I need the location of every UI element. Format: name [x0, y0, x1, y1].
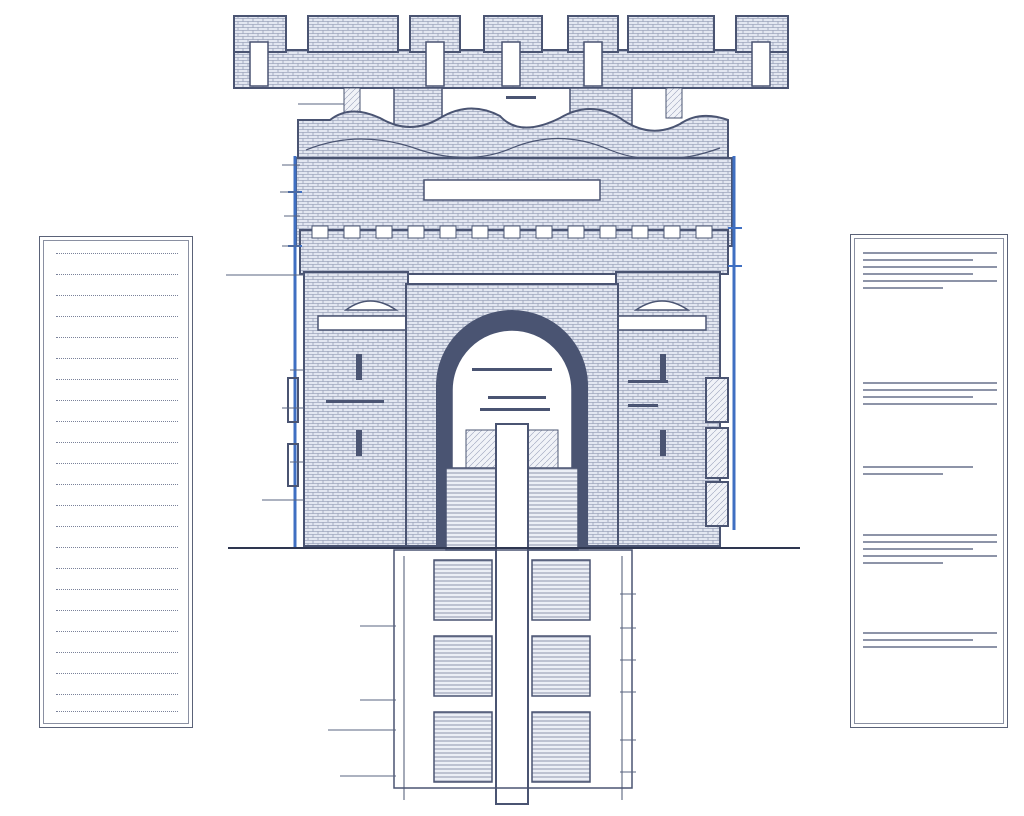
note-block: [863, 627, 997, 653]
gate-passage: [445, 423, 579, 805]
notes-panel: [850, 234, 1008, 728]
legend-row: [52, 436, 182, 448]
legend-row: [52, 541, 182, 553]
legend-row: [52, 625, 182, 637]
legend-row: [52, 499, 182, 511]
note-block: [863, 529, 997, 569]
legend-row: [52, 373, 182, 385]
legend-row: [52, 352, 182, 364]
note-block: [863, 461, 997, 480]
legend-row: [52, 604, 182, 616]
legend-row: [52, 394, 182, 406]
foundation-section: [393, 549, 633, 800]
legend-row: [52, 583, 182, 595]
drawing-annotation-marks: [326, 96, 668, 411]
legend-row: [52, 310, 182, 322]
legend-row: [52, 667, 182, 679]
legend-row: [52, 247, 182, 259]
legend-row: [52, 646, 182, 658]
side-brackets: [287, 377, 729, 527]
right-tower: [613, 271, 721, 547]
legend-row: [52, 688, 182, 700]
legend-row: [52, 268, 182, 280]
legend-row: [52, 331, 182, 343]
legend-row: [52, 457, 182, 469]
note-block: [863, 247, 997, 294]
legend-panel: [39, 236, 193, 728]
legend-row: [52, 478, 182, 490]
leader-lines: [226, 103, 636, 777]
legend-row: [52, 562, 182, 574]
legend-row: [52, 705, 182, 717]
gatehouse-upper-body: [295, 157, 733, 275]
note-block: [863, 377, 997, 410]
left-tower: [303, 271, 411, 547]
legend-row: [52, 520, 182, 532]
top-battlement: [233, 15, 789, 89]
legend-row: [52, 415, 182, 427]
legend-row: [52, 289, 182, 301]
